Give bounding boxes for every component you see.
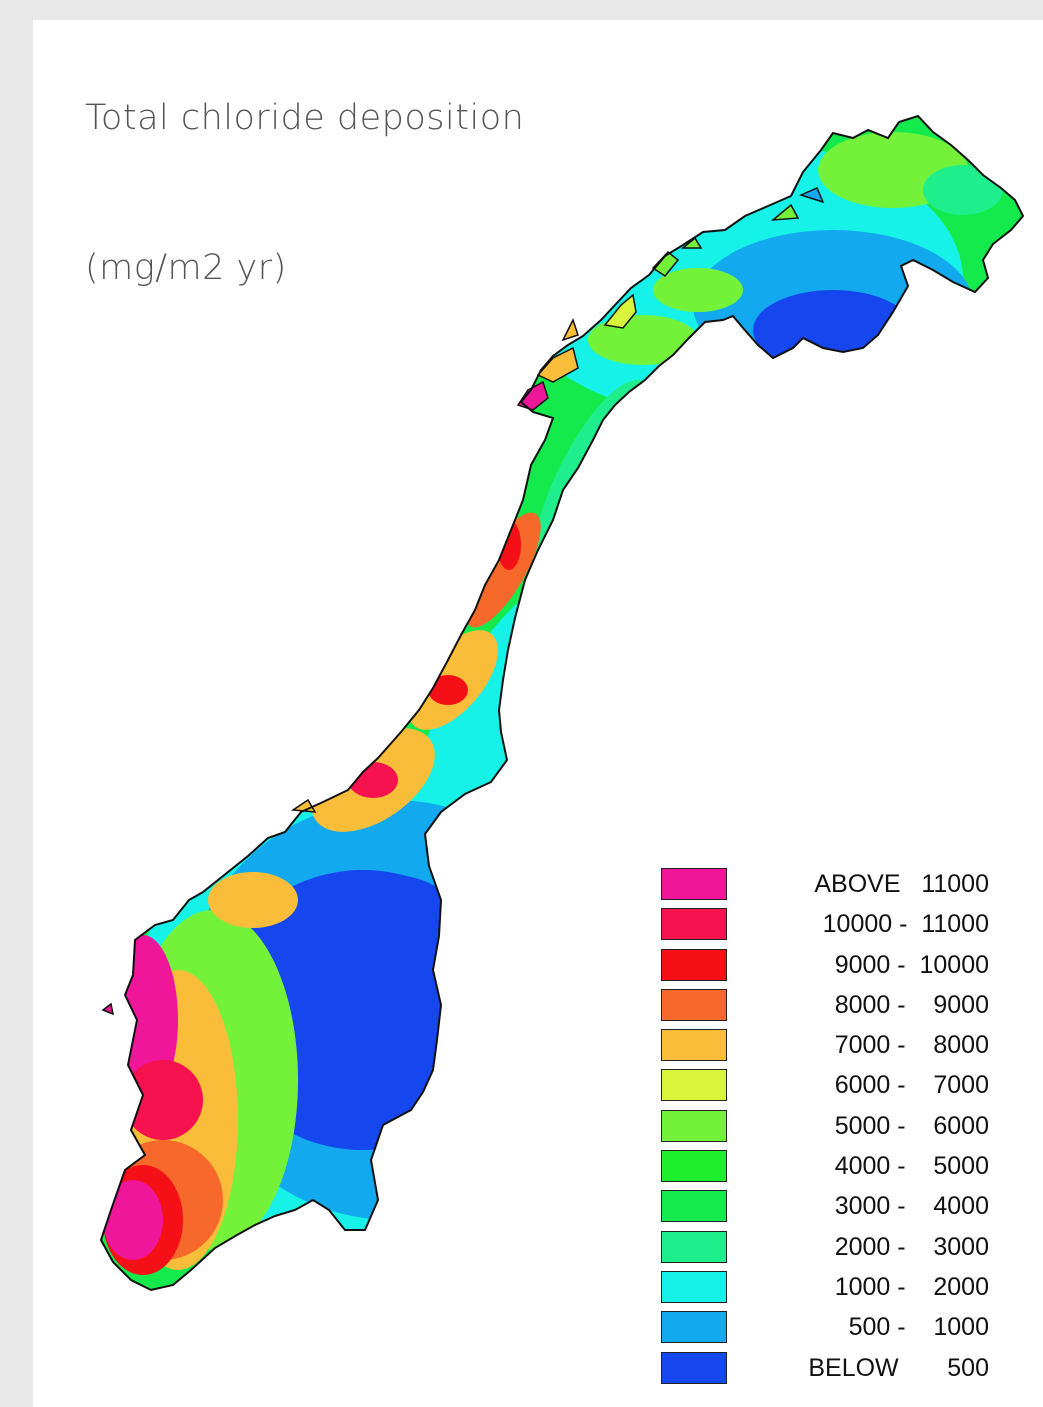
legend-swatch (661, 1029, 727, 1062)
legend-swatch (661, 948, 727, 981)
legend-swatch (661, 1069, 727, 1102)
legend-swatch (661, 1190, 727, 1223)
legend-swatch (661, 1109, 727, 1142)
legend-swatch (661, 868, 727, 900)
legend-label: 2000 - 3000 (834, 1232, 989, 1261)
legend-swatch (661, 1351, 727, 1384)
legend-row: 1000 - 2000 (661, 1269, 1001, 1309)
legend-swatch (661, 988, 727, 1021)
map-legend: ABOVE 11000 10000 - 11000 9000 - 10000 8000… (661, 866, 1001, 1390)
legend-row: 4000 - 5000 (661, 1148, 1001, 1188)
legend-label: ABOVE 11000 (814, 870, 989, 898)
legend-row: 7000 - 8000 (661, 1027, 1001, 1067)
map-title: Total chloride deposition (85, 98, 525, 138)
legend-row: 8000 - 9000 (661, 987, 1001, 1027)
legend-swatch (661, 1230, 727, 1263)
legend-row: 6000 - 7000 (661, 1067, 1001, 1107)
legend-label: 6000 - 7000 (834, 1071, 989, 1100)
legend-row: 3000 - 4000 (661, 1188, 1001, 1228)
norway-map (100, 115, 1024, 1291)
legend-label: 500 - 1000 (848, 1313, 989, 1342)
legend-label: BELOW 500 (808, 1353, 989, 1382)
legend-label: 8000 - 9000 (834, 990, 989, 1019)
legend-label: 9000 - 10000 (834, 950, 989, 979)
map-panel: Total chloride deposition (mg/m2 yr) ABO… (33, 20, 1043, 1407)
legend-row: 10000 - 11000 (661, 906, 1001, 946)
coastal-islands (101, 187, 825, 1016)
legend-swatch (661, 1270, 727, 1303)
legend-label: 5000 - 6000 (834, 1111, 989, 1140)
legend-row: BELOW 500 (661, 1350, 1001, 1390)
legend-row: 9000 - 10000 (661, 947, 1001, 987)
legend-row: 2000 - 3000 (661, 1229, 1001, 1269)
legend-label: 7000 - 8000 (834, 1031, 989, 1060)
legend-label: 4000 - 5000 (834, 1152, 989, 1181)
legend-label: 3000 - 4000 (834, 1192, 989, 1221)
legend-row: 500 - 1000 (661, 1309, 1001, 1349)
legend-swatch (661, 1311, 727, 1344)
legend-swatch (661, 1150, 727, 1183)
legend-label: 10000 - 11000 (822, 910, 989, 939)
legend-row: ABOVE 11000 (661, 866, 1001, 906)
legend-swatch (661, 908, 727, 941)
legend-label: 1000 - 2000 (834, 1272, 989, 1301)
map-units: (mg/m2 yr) (85, 248, 287, 288)
legend-row: 5000 - 6000 (661, 1108, 1001, 1148)
